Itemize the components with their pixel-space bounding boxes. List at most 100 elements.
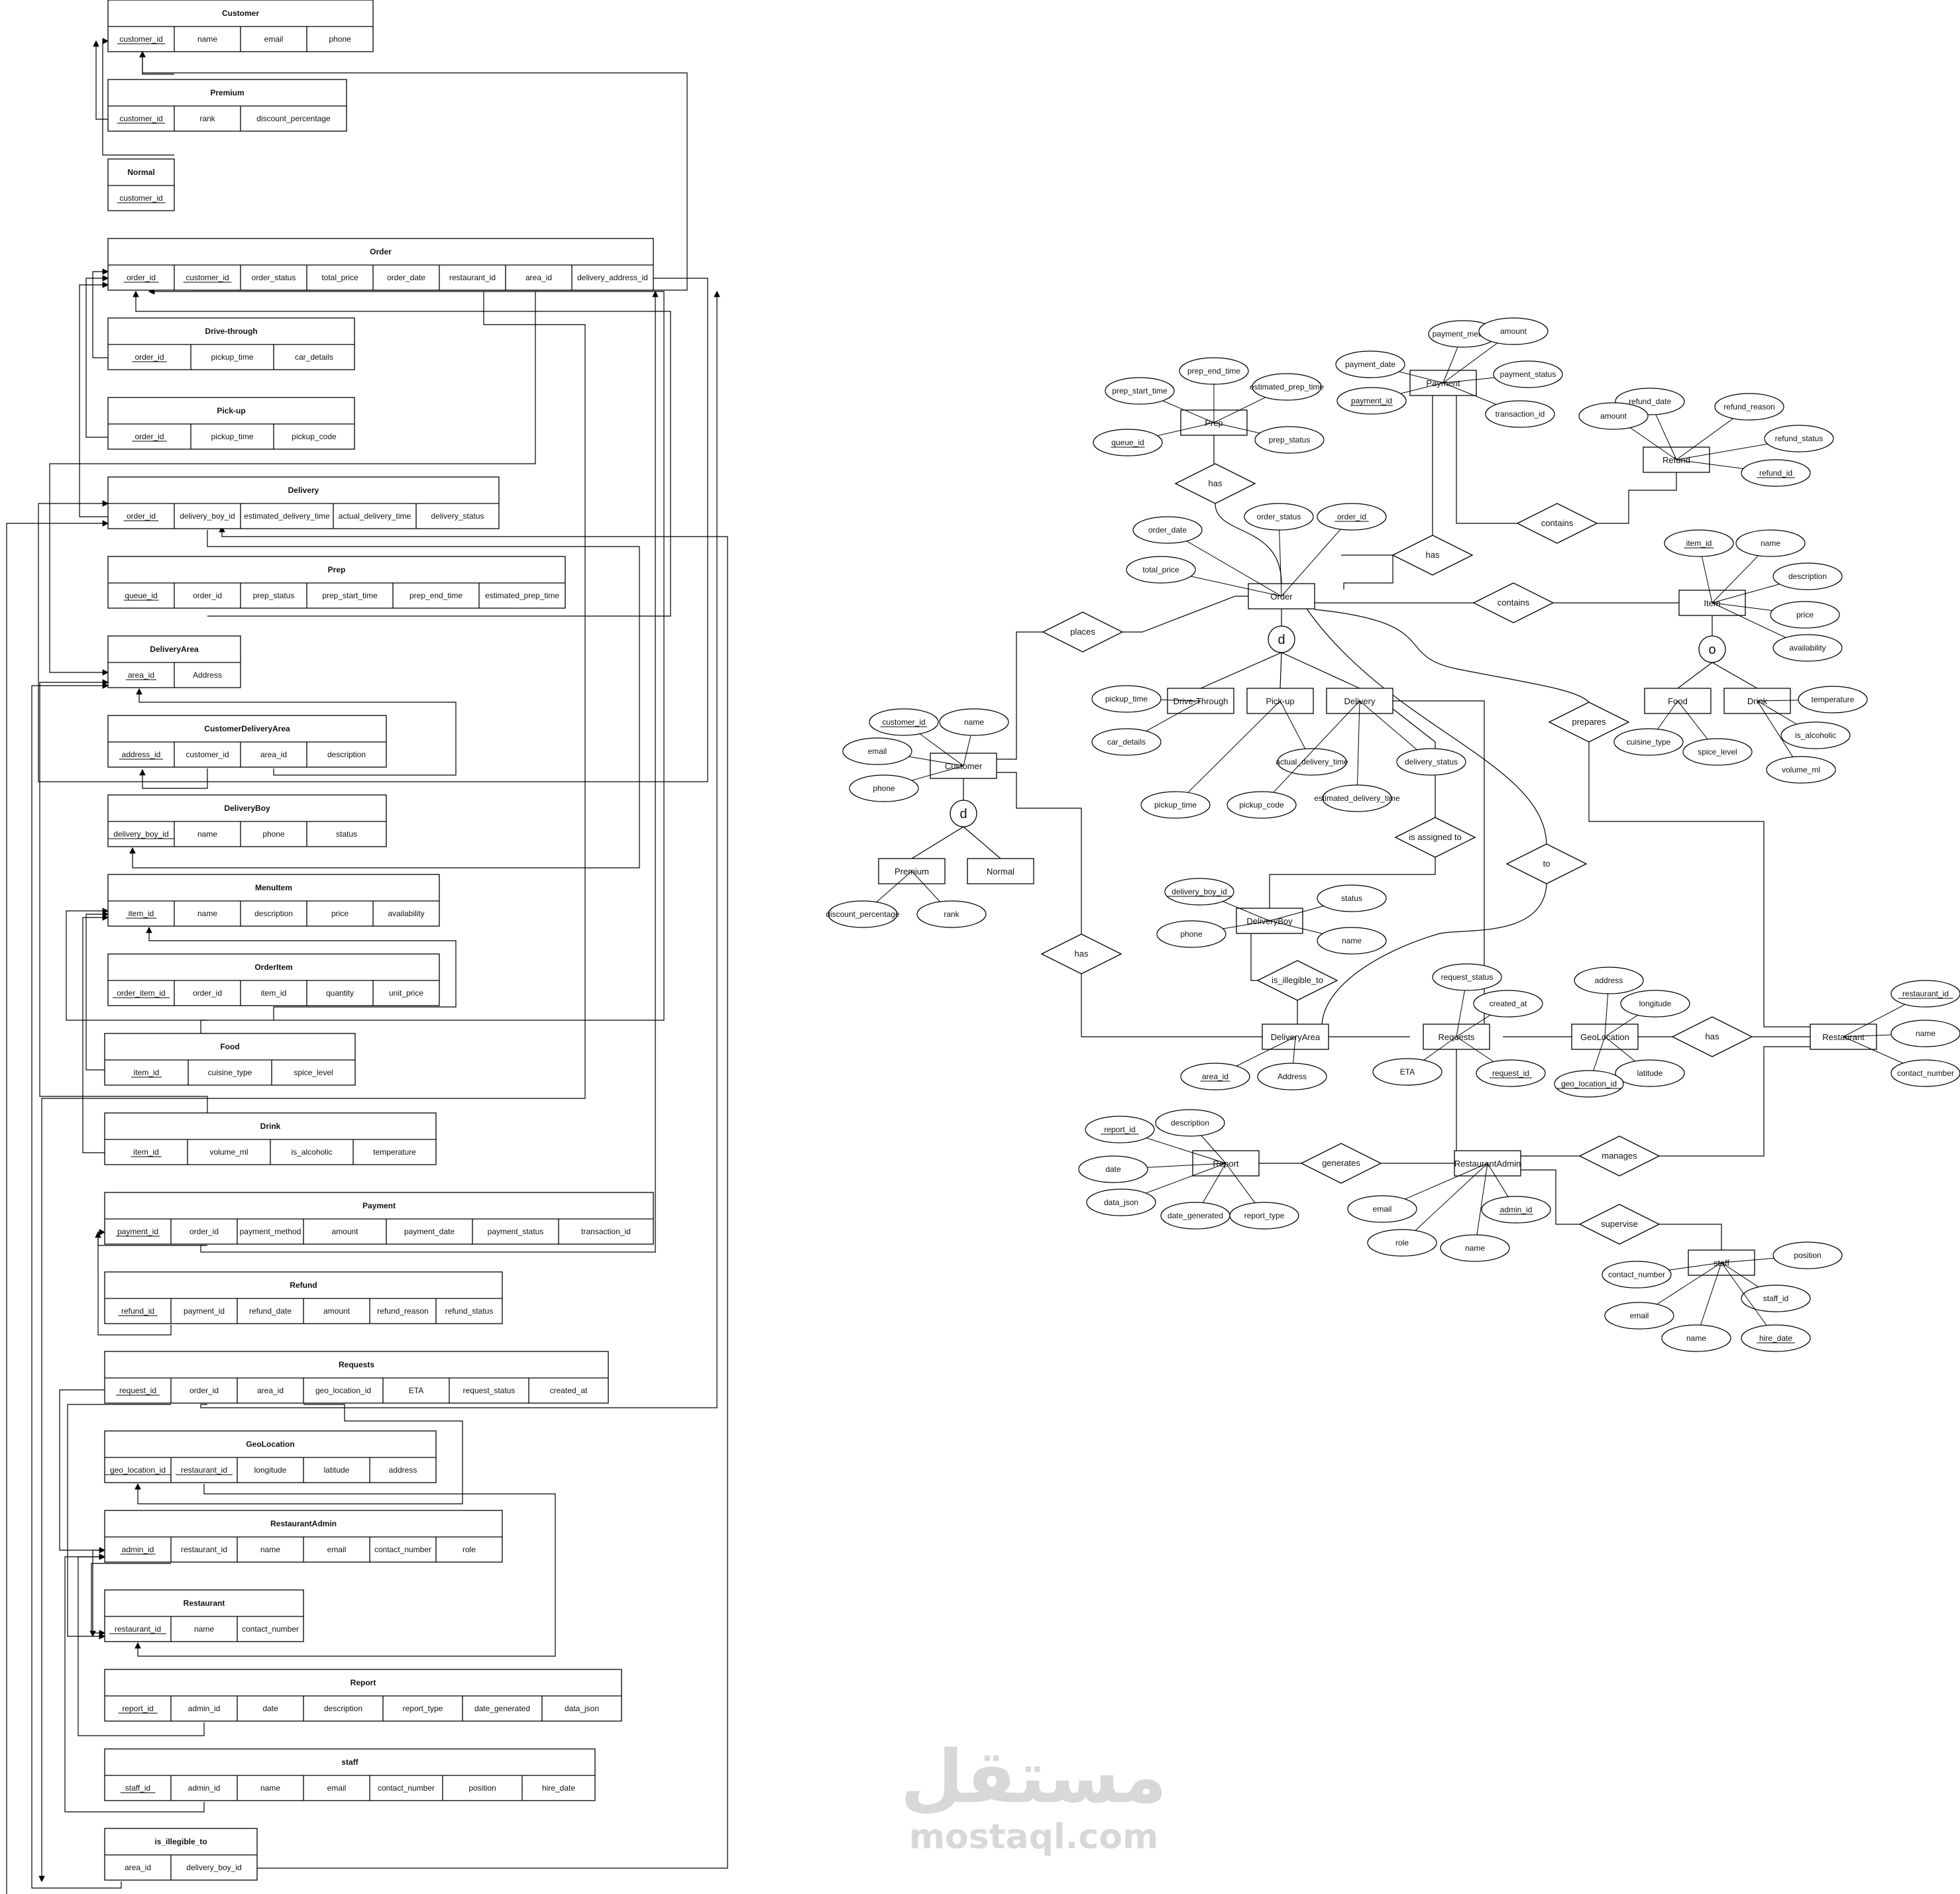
table-title: Normal: [127, 168, 154, 177]
column-admin-id: admin_id: [188, 1783, 221, 1793]
er-attribute-estimated-delivery-time: estimated_delivery_time: [1314, 700, 1400, 812]
column-item-id: item_id: [133, 1147, 159, 1157]
column-availability: availability: [388, 909, 424, 918]
er-attribute-label: transaction_id: [1496, 409, 1545, 419]
er-attribute-label: amount: [1600, 411, 1627, 421]
er-attribute-email: email: [1347, 1163, 1488, 1223]
er-attribute-label: name: [1686, 1334, 1706, 1343]
fk-connector: [31, 682, 122, 1889]
er-attribute-label: refund_status: [1775, 434, 1824, 443]
er-attribute-label: position: [1794, 1251, 1821, 1260]
table-title: Payment: [362, 1201, 396, 1210]
er-connector: [1677, 662, 1713, 689]
er-attribute-label: area_id: [1202, 1072, 1228, 1081]
fk-connector: [64, 1553, 205, 1813]
column-order-id: order_id: [193, 988, 222, 998]
er-connector: [1215, 503, 1282, 584]
er-attribute-phone: phone: [1156, 920, 1270, 948]
column-request-id: request_id: [119, 1386, 156, 1395]
fk-connector: [38, 291, 586, 1883]
column-address-id: address_id: [122, 750, 161, 759]
er-attribute-car-details: car_details: [1091, 700, 1201, 756]
er-attribute-label: prep_start_time: [1112, 386, 1168, 395]
table-title: Pick-up: [217, 406, 245, 415]
column-unit-price: unit_price: [389, 988, 423, 998]
column-amount: amount: [323, 1306, 351, 1316]
er-relationship-places: places: [1042, 611, 1124, 653]
er-attribute-role: role: [1367, 1163, 1488, 1257]
er-attribute-address: Address: [1257, 1036, 1327, 1090]
er-attribute-request-status: request_status: [1432, 963, 1502, 1037]
er-attribute-label: cuisine_type: [1627, 737, 1671, 747]
er-attribute-admin-id: admin_id: [1481, 1163, 1551, 1224]
er-connector: [1269, 857, 1436, 908]
table-title: Drive-through: [205, 327, 257, 336]
er-attribute-prep-start-time: prep_start_time: [1105, 377, 1215, 423]
er-connector: [1306, 608, 1547, 845]
fk-connector: [135, 1404, 463, 1504]
column-name: name: [194, 1624, 214, 1634]
er-attribute-label: delivery_status: [1405, 757, 1458, 766]
er-attribute-label: order_status: [1257, 512, 1301, 521]
er-connectors: [911, 386, 1810, 1250]
er-relationship-to: to: [1505, 843, 1588, 884]
er-attribute-label: email: [868, 747, 887, 756]
column-order-id: order_id: [135, 432, 164, 441]
column-estimated-delivery-time: estimated_delivery_time: [244, 511, 330, 521]
column-contact-number: contact_number: [378, 1783, 435, 1793]
column-geo-location-id: geo_location_id: [110, 1465, 166, 1475]
er-attribute-pickup-time: pickup_time: [1140, 700, 1281, 819]
fk-connector: [133, 290, 671, 617]
er-attribute-label: availability: [1789, 643, 1825, 653]
er-attribute-label: customer_id: [882, 717, 925, 727]
table-title: RestaurantAdmin: [270, 1519, 337, 1528]
er-attribute-rank: rank: [911, 870, 987, 928]
specialization-circle: d: [950, 800, 977, 827]
column-area-id: area_id: [125, 1863, 151, 1872]
er-attribute-description: description: [1155, 1109, 1226, 1164]
specialization-circle: o: [1698, 635, 1726, 663]
er-relationship-has: has: [1174, 463, 1256, 504]
er-entity-label: Normal: [987, 867, 1014, 876]
column-temperature: temperature: [373, 1147, 416, 1157]
column-order-id: order_id: [190, 1386, 219, 1395]
er-attribute-actual-delivery-time: actual_delivery_time: [1276, 700, 1348, 776]
column-customer-id: customer_id: [119, 34, 162, 44]
column-email: email: [264, 34, 284, 44]
fk-connector: [39, 679, 208, 1113]
er-relationship-label: has: [1209, 478, 1223, 488]
er-attribute-restaurant-id: restaurant_id: [1843, 980, 1960, 1037]
fk-connector: [95, 1231, 172, 1336]
column-delivery-boy-id: delivery_boy_id: [113, 829, 168, 839]
fk-connector: [129, 530, 640, 868]
er-attribute-date: date: [1078, 1155, 1226, 1183]
er-attribute-label: address: [1595, 976, 1623, 985]
column-prep-end-time: prep_end_time: [409, 591, 463, 600]
er-attribute-item-id: item_id: [1664, 529, 1734, 604]
er-attribute-label: name: [1342, 936, 1362, 945]
er-attribute-label: pickup_code: [1239, 800, 1284, 810]
fk-connector: [102, 38, 174, 156]
er-attribute-label: email: [1630, 1311, 1649, 1320]
column-description: description: [254, 909, 293, 918]
er-attribute-label: phone: [873, 784, 895, 793]
er-attribute-label: name: [1465, 1243, 1485, 1253]
er-attribute-label: description: [1171, 1118, 1209, 1128]
er-relationship-label: to: [1543, 859, 1551, 868]
column-email: email: [327, 1545, 347, 1554]
column-amount: amount: [331, 1227, 358, 1236]
column-name: name: [197, 34, 217, 44]
column-restaurant-id: restaurant_id: [181, 1465, 227, 1475]
er-attribute-cuisine-type: cuisine_type: [1613, 700, 1684, 756]
er-attribute-label: payment_status: [1500, 370, 1556, 379]
er-attribute-label: role: [1395, 1238, 1409, 1247]
er-attribute-amount: amount: [1578, 402, 1677, 460]
er-attribute-is-alcoholic: is_alcoholic: [1757, 700, 1851, 749]
er-attribute-label: volume_ml: [1782, 765, 1820, 774]
er-attribute-total-price: total_price: [1126, 556, 1282, 597]
column-restaurant-id: restaurant_id: [181, 1545, 227, 1554]
